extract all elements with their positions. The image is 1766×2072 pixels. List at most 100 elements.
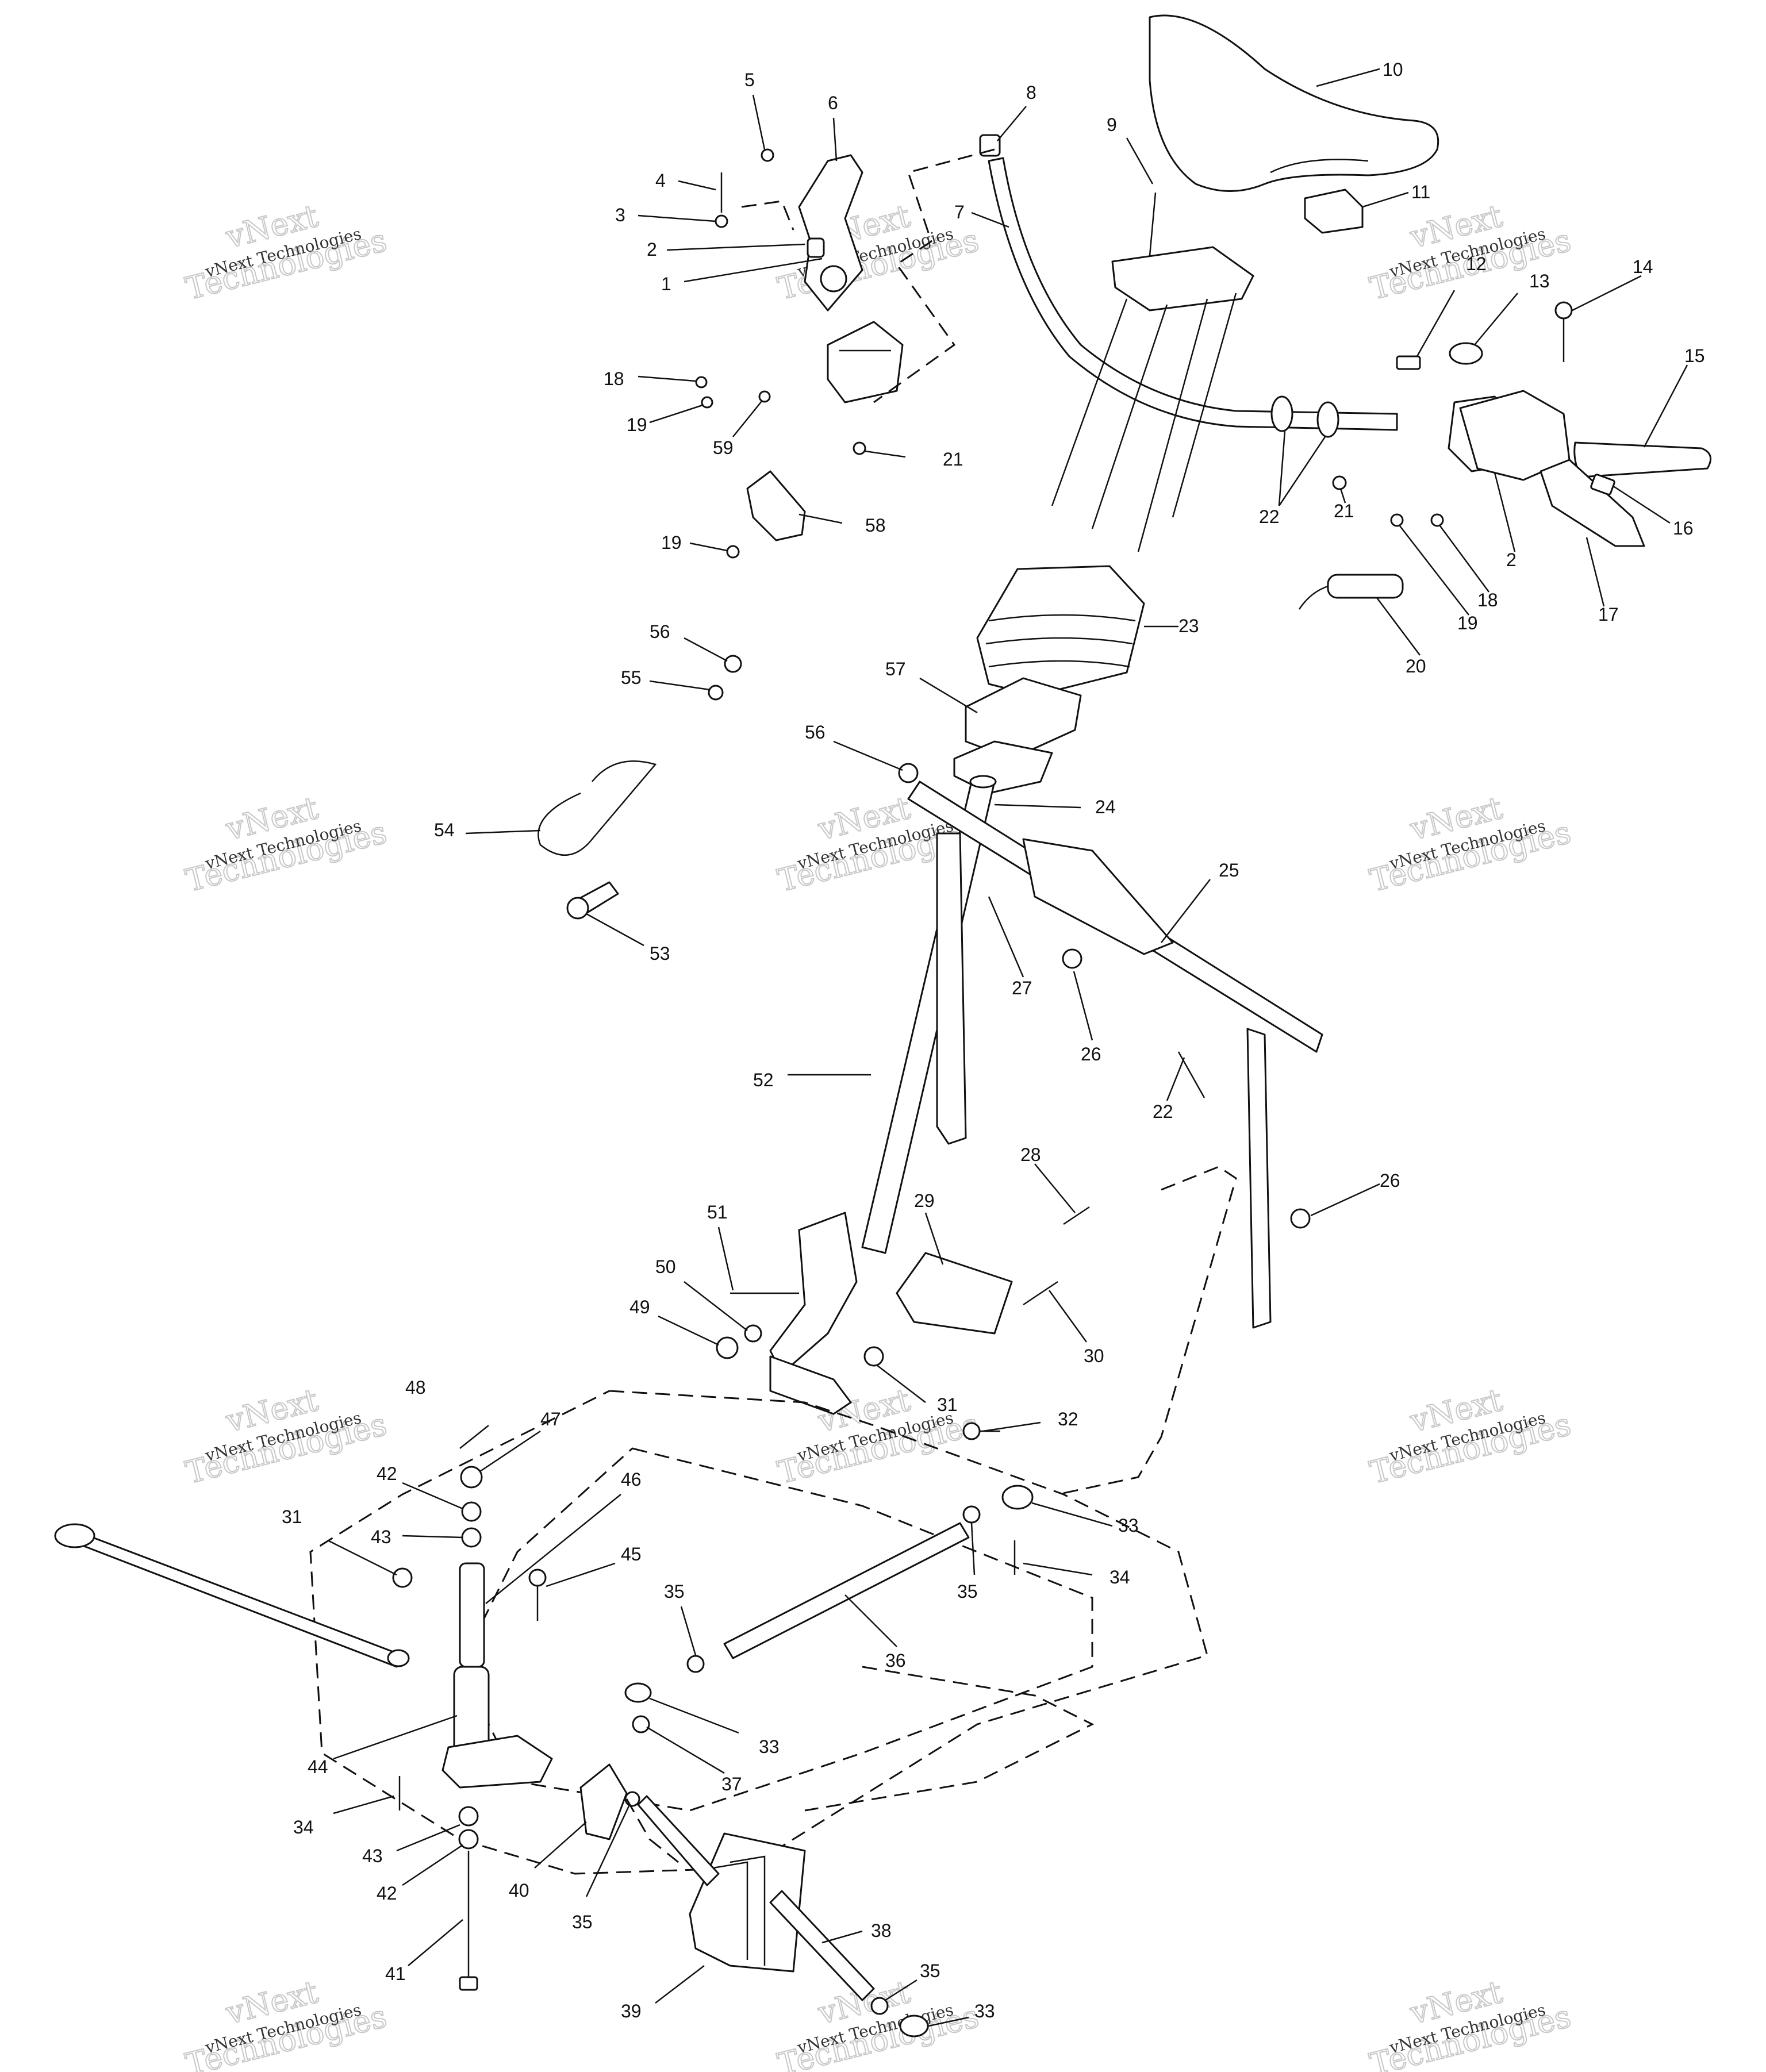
callout-18a: 18 (604, 368, 624, 389)
callout-30: 30 (1084, 1346, 1104, 1366)
handlebar-clamp (1111, 246, 1254, 312)
callout-33b: 33 (759, 1736, 780, 1757)
throttle-bushing (807, 237, 825, 258)
leader-42b (402, 1844, 463, 1886)
leader-46 (485, 1494, 621, 1604)
clamp-22b (1316, 401, 1339, 438)
throttle-lever (798, 154, 863, 312)
leader-50 (684, 1281, 748, 1331)
callout-21b: 21 (1334, 501, 1354, 521)
callout-29: 29 (914, 1190, 935, 1211)
callout-23: 23 (1178, 616, 1199, 636)
leader-15 (1643, 364, 1688, 448)
callout-36: 36 (885, 1650, 906, 1671)
callout-40: 40 (509, 1880, 529, 1901)
steering-boot (976, 565, 1145, 697)
callout-41: 41 (385, 1963, 406, 1984)
leader-4 (678, 180, 716, 191)
screw-19c (1390, 513, 1404, 527)
leader-35b (680, 1606, 697, 1656)
nut-26a (1062, 948, 1082, 969)
washer-42b (458, 1829, 479, 1850)
lever-pad-16 (1590, 474, 1615, 495)
pitman-plate (442, 1735, 553, 1789)
leader-35c (585, 1804, 631, 1897)
callout-16: 16 (1673, 518, 1694, 539)
callout-43a: 43 (371, 1527, 391, 1547)
callout-8: 8 (1026, 82, 1036, 103)
callout-51: 51 (707, 1202, 728, 1223)
callout-21a: 21 (943, 449, 963, 470)
callout-18b: 18 (1477, 590, 1498, 610)
jam-nut-35b (962, 1505, 981, 1524)
frame-right-leg (1246, 1028, 1272, 1329)
callout-13: 13 (1529, 271, 1550, 291)
callout-42a: 42 (377, 1463, 397, 1484)
washer-18 (695, 376, 708, 389)
screw-19 (701, 396, 713, 409)
mount-plate-29 (896, 1252, 1013, 1335)
callout-42b: 42 (377, 1883, 397, 1904)
handlebar-cap (979, 134, 1001, 157)
callout-38: 38 (871, 1920, 892, 1941)
callout-45: 45 (621, 1544, 642, 1564)
parts-layer (54, 14, 1712, 2038)
leader-39 (655, 1965, 705, 2004)
frame-outline-right (1057, 1166, 1237, 1496)
leader-13 (1474, 293, 1518, 345)
callout-2a: 2 (647, 239, 657, 260)
leader-40 (534, 1821, 587, 1869)
callout-58: 58 (865, 515, 886, 536)
callout-19c: 19 (1457, 613, 1478, 633)
frame-gusset (1022, 838, 1174, 955)
clamp-bolt (1149, 192, 1157, 256)
leader-19c (1399, 525, 1469, 616)
spacer-43 (461, 1527, 482, 1548)
handlebar-guide (873, 148, 995, 403)
callout-17: 17 (1598, 604, 1619, 625)
rod-end-33b (624, 1682, 652, 1703)
throttle-block (827, 321, 904, 403)
leader-28 (1034, 1163, 1076, 1213)
leader-49 (658, 1315, 719, 1346)
callout-54: 54 (434, 820, 455, 840)
boot-39-fold-2 (730, 1855, 766, 1966)
leader-5 (752, 94, 766, 150)
rod-end-33a (1001, 1485, 1034, 1510)
leader-31b (327, 1539, 397, 1576)
leader-12 (1416, 290, 1456, 357)
leader-18b (1439, 525, 1490, 593)
throttle-guide (741, 200, 794, 230)
leader-33c (928, 2016, 969, 2027)
spring-clip-54 (538, 760, 657, 856)
leader-35a (970, 1523, 976, 1575)
callout-39: 39 (621, 2001, 642, 2021)
leader-41 (408, 1919, 463, 1966)
callout-26a: 26 (1081, 1044, 1101, 1064)
callout-26b: 26 (1380, 1170, 1400, 1191)
callout-35d: 35 (920, 1960, 940, 1981)
leader-34a (1023, 1562, 1093, 1576)
callout-33a: 33 (1118, 1515, 1139, 1536)
callout-27: 27 (1012, 978, 1032, 998)
leader-38 (821, 1930, 863, 1944)
callout-14: 14 (1633, 256, 1653, 277)
seat (1149, 14, 1439, 192)
callout-15: 15 (1684, 345, 1705, 366)
clamp-22a (1270, 395, 1293, 432)
steering-bracket (769, 1212, 858, 1375)
bolt-32-head (962, 1422, 981, 1440)
callout-43b: 43 (362, 1846, 383, 1866)
leader-56b (684, 637, 728, 662)
callout-layer: 10 11 9 8 7 6 5 4 3 2 1 18 19 59 21 58 1… (282, 59, 1705, 2021)
nut-56b (724, 655, 742, 673)
callout-48: 48 (405, 1377, 426, 1398)
leader-24 (994, 804, 1081, 809)
leader-6 (832, 117, 838, 162)
callout-55: 55 (621, 667, 642, 688)
callout-5: 5 (744, 70, 755, 90)
washer-3 (715, 214, 728, 228)
